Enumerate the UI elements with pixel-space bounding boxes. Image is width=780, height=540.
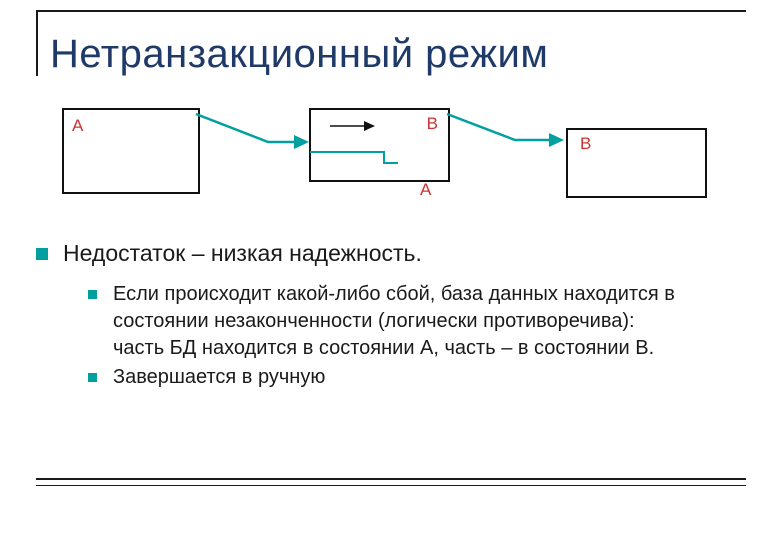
box-a-label: A <box>72 116 84 135</box>
sub-bullet-1-text: Если происходит какой-либо сбой, база да… <box>113 283 675 359</box>
sub-bullet-square-icon <box>88 373 97 382</box>
box-b-label: B <box>580 134 592 153</box>
sub-bullet-1: Если происходит какой-либо сбой, база да… <box>88 281 738 362</box>
state-box-a: A <box>62 108 200 194</box>
bottom-rule-2 <box>36 485 746 486</box>
arrow-middle-to-b-icon <box>446 112 564 147</box>
bullet-main-text: Недостаток – низкая надежность. <box>63 240 422 266</box>
sub-bullet-square-icon <box>88 290 97 299</box>
box-middle-label-a: A <box>420 180 432 199</box>
bottom-rule-1 <box>36 478 746 480</box>
slide-title: Нетранзакционный режим <box>50 32 549 76</box>
bullet-square-icon <box>36 248 48 260</box>
state-box-middle: B <box>309 108 450 182</box>
arrow-a-to-middle-icon <box>195 112 309 149</box>
box-middle-label-b: B <box>426 114 438 133</box>
left-rule <box>36 10 38 76</box>
sub-bullet-2-text: Завершается в ручную <box>113 366 326 388</box>
bullet-main: Недостаток – низкая надежность. <box>36 240 422 267</box>
top-rule <box>36 10 746 12</box>
sub-bullet-2: Завершается в ручную <box>88 364 738 391</box>
state-box-b: B <box>566 128 707 198</box>
